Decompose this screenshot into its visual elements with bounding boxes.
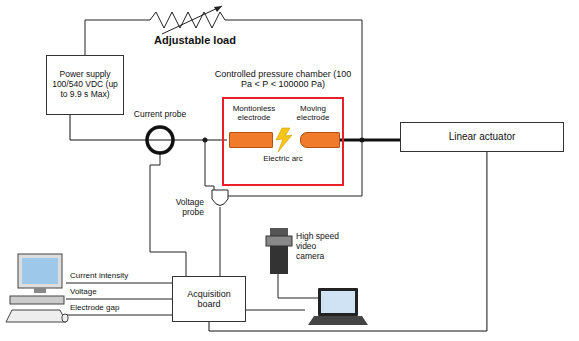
acquisition-board-box: Acquisition board — [172, 276, 246, 322]
probe-label: Current probe — [118, 110, 202, 120]
camera-body — [270, 246, 288, 274]
arc-bolt — [276, 128, 292, 152]
linear-actuator-box: Linear actuator — [400, 122, 564, 152]
node-text: Power supply 100/540 VDC (up to 9.9 s Ma… — [50, 70, 120, 99]
mouse — [62, 314, 68, 322]
monitor — [18, 254, 62, 288]
signal-line — [66, 283, 172, 284]
electrode-block — [300, 132, 340, 148]
load-label: Adjustable load — [140, 34, 250, 47]
adjustable-load-symbol — [150, 6, 225, 34]
camera-ring — [266, 236, 292, 246]
variable-arrow — [162, 6, 222, 34]
signal-label: Electrode gap — [70, 303, 170, 312]
data-line — [244, 310, 305, 311]
computer-icon — [6, 254, 68, 322]
signal-label: Current intensity — [70, 271, 170, 280]
variable-arrowhead — [214, 6, 222, 12]
motionless-electrode: Montionless electrode — [227, 104, 281, 148]
current-wire — [150, 154, 186, 276]
top-wire — [85, 20, 150, 55]
node-text: Montionless electrode — [227, 104, 281, 122]
node-text: Moving electrode — [286, 104, 340, 122]
laptop-icon — [308, 288, 368, 325]
desktop-unit — [10, 296, 64, 304]
laptop-screen — [318, 288, 358, 316]
resistor-symbol — [150, 12, 225, 28]
voltage-wire — [205, 140, 214, 190]
connector-wire — [209, 152, 487, 331]
voltage-probe-symbol — [212, 190, 228, 206]
laptop-base — [308, 316, 368, 325]
node-text: Linear actuator — [449, 131, 516, 143]
signal-line — [66, 299, 172, 300]
signal-label: Voltage — [70, 287, 170, 296]
node-text: Acquisition board — [176, 289, 242, 310]
chamber-heading: Controlled pressure chamber (100 Pa < P … — [208, 69, 358, 90]
power-supply-box: Power supply 100/540 VDC (up to 9.9 s Ma… — [46, 55, 124, 115]
camera-label: High speed video camera — [296, 232, 342, 261]
voltage-wire — [228, 140, 362, 196]
pressure-chamber: Montionless electrodeMoving electrodeCon… — [222, 97, 344, 186]
moving-electrode: Moving electrode — [286, 104, 340, 148]
camera-lens — [270, 228, 288, 236]
laptop-display — [321, 291, 355, 313]
actuator-rod — [340, 139, 400, 142]
camera-icon — [266, 228, 292, 274]
camera-line — [278, 274, 318, 298]
monitor-stand — [34, 288, 46, 293]
electrode-block — [229, 132, 273, 148]
monitor-screen — [22, 258, 58, 284]
probe-label: Voltage probe — [158, 198, 204, 218]
arc-label: Electric arc — [258, 154, 308, 163]
keyboard — [6, 310, 66, 322]
voltage-wire — [220, 207, 221, 276]
signal-line — [66, 315, 172, 316]
